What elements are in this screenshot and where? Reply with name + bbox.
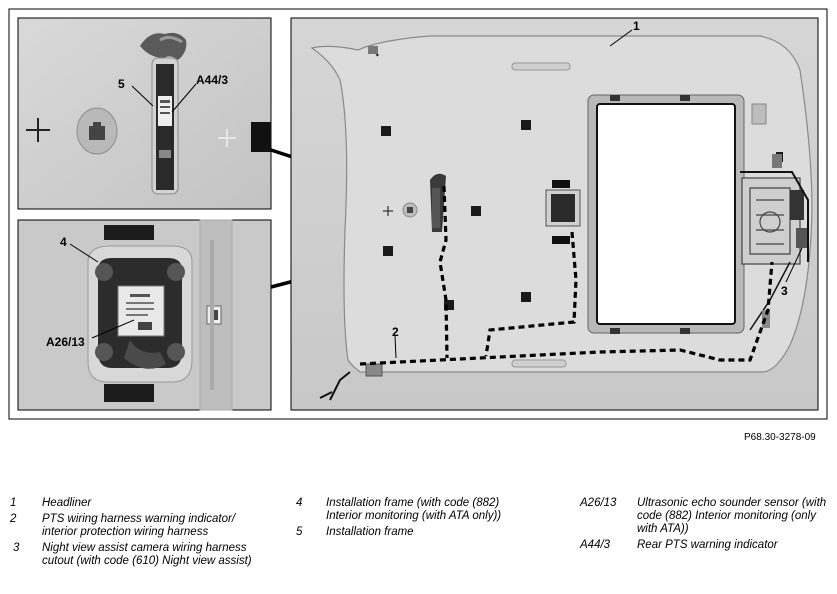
legend-column-1: 1 Headliner 2 PTS wiring harness warning…: [10, 497, 265, 568]
legend-text: Installation frame: [326, 526, 414, 538]
legend-text: Rear PTS warning indicator: [637, 539, 778, 551]
callout-a26-13: A26/13: [46, 335, 85, 349]
legend-text: Night view assist camera wiring harness …: [42, 542, 252, 567]
clip: [89, 122, 105, 140]
legend-key: A26/13: [580, 497, 617, 509]
legend-item-5: 5 Installation frame: [296, 526, 536, 539]
legend-key: 4: [296, 497, 303, 509]
legend-key: 3: [13, 542, 20, 554]
legend-text: PTS wiring harness warning indicator/ in…: [42, 513, 236, 538]
callout-1: 1: [633, 19, 640, 33]
pts-wiring-harness: [359, 185, 774, 366]
legend-key: A44/3: [580, 539, 611, 551]
legend-item-2: 2 PTS wiring harness warning indicator/ …: [10, 513, 265, 539]
callout-a44-3: A44/3: [196, 73, 228, 87]
detail-panel-top: 5 A44/3: [17, 17, 272, 210]
legend-text: Headliner: [42, 497, 92, 509]
legend-item-a44-3: A44/3 Rear PTS warning indicator: [580, 539, 830, 552]
main-headliner-view: 1 2 3: [290, 17, 819, 411]
detail-panel-bottom: 4 A26/13: [17, 219, 272, 411]
ultrasonic-echo-sensor: [117, 285, 165, 337]
legend-item-a26-13: A26/13 Ultrasonic echo sounder sensor (w…: [580, 497, 830, 536]
legend-key: 5: [296, 526, 303, 538]
legend-text: Installation frame (with code (882) Inte…: [326, 497, 502, 522]
crosshair-mark: [26, 118, 50, 142]
legend-item-1: 1 Headliner: [10, 497, 265, 510]
legend-item-3: 3 Night view assist camera wiring harnes…: [10, 542, 265, 568]
callout-3: 3: [781, 284, 788, 298]
callout-5: 5: [118, 77, 125, 91]
legend-column-3: A26/13 Ultrasonic echo sounder sensor (w…: [580, 497, 830, 552]
callout-4: 4: [60, 235, 67, 249]
callout-2: 2: [392, 325, 399, 339]
legend-key: 2: [10, 513, 17, 525]
rear-pts-indicator: [140, 32, 187, 195]
legend-item-4: 4 Installation frame (with code (882) In…: [296, 497, 536, 523]
sunroof-opening: [587, 94, 745, 334]
legend-key: 1: [10, 497, 17, 509]
legend-text: Ultrasonic echo sounder sensor (with cod…: [637, 497, 827, 535]
legend-column-2: 4 Installation frame (with code (882) In…: [296, 497, 536, 539]
reference-number: P68.30-3278-09: [744, 432, 816, 443]
